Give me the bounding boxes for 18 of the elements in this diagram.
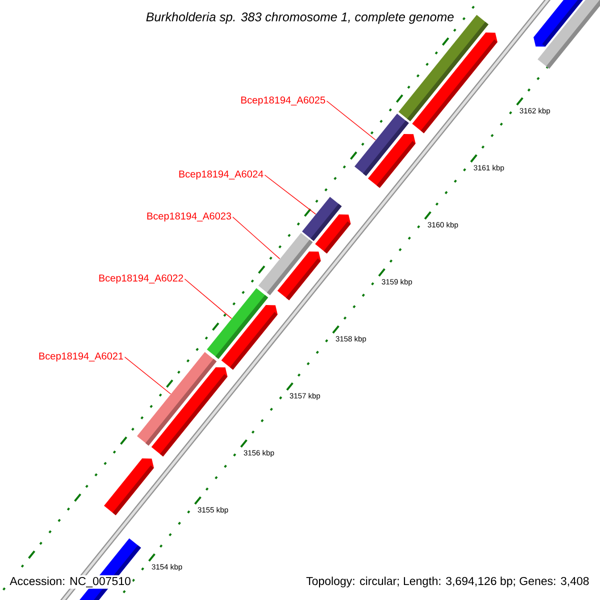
gene-bar (354, 114, 409, 176)
leader-line (184, 278, 232, 319)
gene-label: Bcep18194_A6022 (99, 274, 184, 284)
leader-line (232, 216, 280, 260)
gene-bar (206, 288, 268, 360)
gene-label: Bcep18194_A6024 (179, 170, 264, 180)
gene-bar (258, 232, 313, 296)
gene-bar (302, 196, 342, 242)
genome-info-text: Topology: circular; Length: 3,694,126 bp; Genes: 3,408 (304, 575, 591, 589)
leader-line (124, 356, 172, 394)
gene-label: Bcep18194_A6023 (147, 212, 232, 222)
gene-label: Bcep18194_A6021 (39, 352, 124, 362)
gene-label: Bcep18194_A6025 (241, 96, 326, 106)
gene-bar (137, 352, 217, 446)
accession-text: Accession: NC_007510 (8, 575, 132, 589)
leader-line (326, 100, 376, 140)
leader-line (264, 174, 316, 215)
title: Burkholderia sp. 383 chromosome 1, complete genome (146, 12, 454, 24)
